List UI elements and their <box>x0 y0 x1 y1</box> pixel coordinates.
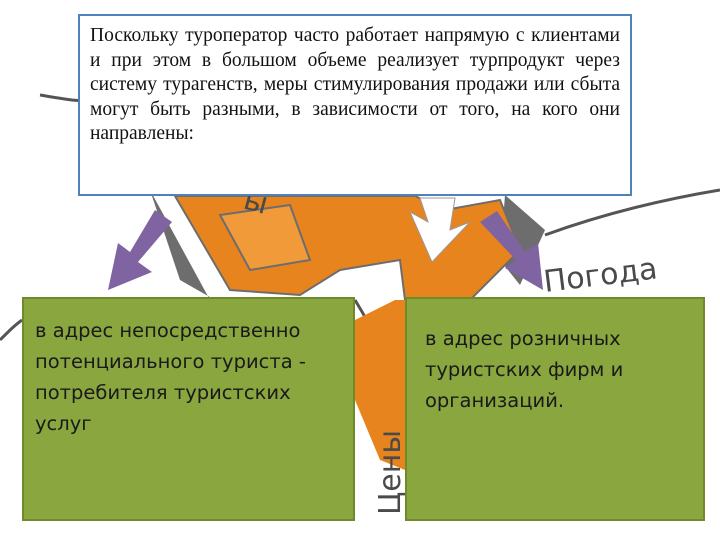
orange-shape <box>218 203 312 272</box>
target-tourist-box: в адрес непосредственно потенциального т… <box>22 297 355 521</box>
curve-line <box>544 188 720 237</box>
label-weather: Погода <box>542 251 660 300</box>
intro-text: Поскольку туроператор часто работает нап… <box>90 25 620 145</box>
label-prices: Цены <box>373 430 408 515</box>
frame-shape <box>500 195 545 285</box>
curve-line <box>0 318 23 342</box>
target-tourist-text: в адрес непосредственно потенциального т… <box>35 319 306 435</box>
orange-shape <box>173 195 522 301</box>
intro-text-box: Поскольку туроператор часто работает нап… <box>78 14 632 196</box>
white-arrow <box>408 197 471 263</box>
target-agencies-box: в адрес розничных туристских фирм и орга… <box>405 297 705 521</box>
orange-shape <box>355 300 405 470</box>
purple-arrow-right <box>480 211 543 290</box>
purple-arrow-left <box>108 210 172 290</box>
target-agencies-text: в адрес розничных туристских фирм и орга… <box>425 327 624 412</box>
